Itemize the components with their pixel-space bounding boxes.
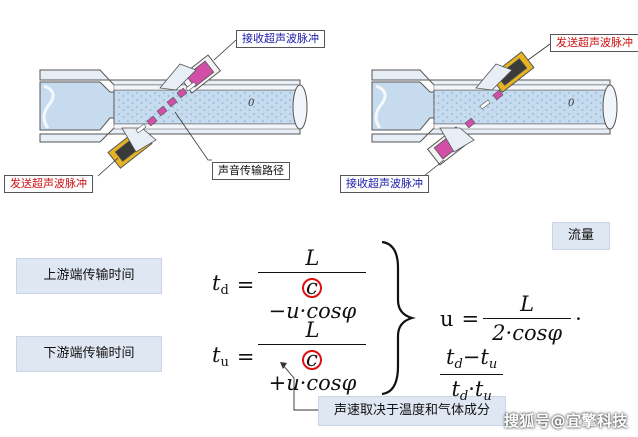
td-lhs: td [212, 271, 229, 298]
sound-speed-note: 声速取决于温度和气体成分 [318, 396, 506, 426]
note-arrow [281, 363, 318, 411]
td-fraction: L c−u·cosφ [258, 246, 367, 323]
u-fraction-1: L 2·cosφ [483, 292, 572, 345]
left-send-label: 发送超声波脉冲 [4, 175, 93, 193]
tu-c-circled: c [301, 349, 322, 370]
right-send-label: 发送超声波脉冲 [550, 34, 638, 52]
curly-brace [381, 240, 416, 396]
u-formula: u= L 2·cosφ · td−tu td·tu [440, 292, 582, 404]
tu-lhs: tu [212, 343, 229, 370]
path-label: 声音传输路径 [212, 162, 290, 180]
td-c-circled: c [301, 277, 322, 298]
upstream-panel: 上游端传输时间 [16, 258, 162, 294]
flow-panel: 流量 [552, 222, 610, 250]
u-fraction-2: td−tu td·tu [440, 345, 504, 404]
right-pipe [371, 43, 618, 177]
tu-formula: tu= L c+u·cosφ [212, 318, 367, 395]
left-receive-label: 接收超声波脉冲 [236, 30, 325, 48]
td-formula: td= L c−u·cosφ [212, 246, 367, 323]
right-pipe-mark: 0 [568, 98, 575, 109]
u-lhs: u [440, 306, 454, 331]
tu-fraction: L c+u·cosφ [258, 318, 367, 395]
downstream-panel: 下游端传输时间 [16, 336, 162, 372]
right-receive-label: 接收超声波脉冲 [340, 175, 429, 193]
watermark: 搜狐号@宜擎科技 [503, 412, 628, 430]
left-pipe [39, 39, 308, 177]
left-pipe-mark: 0 [248, 98, 255, 109]
